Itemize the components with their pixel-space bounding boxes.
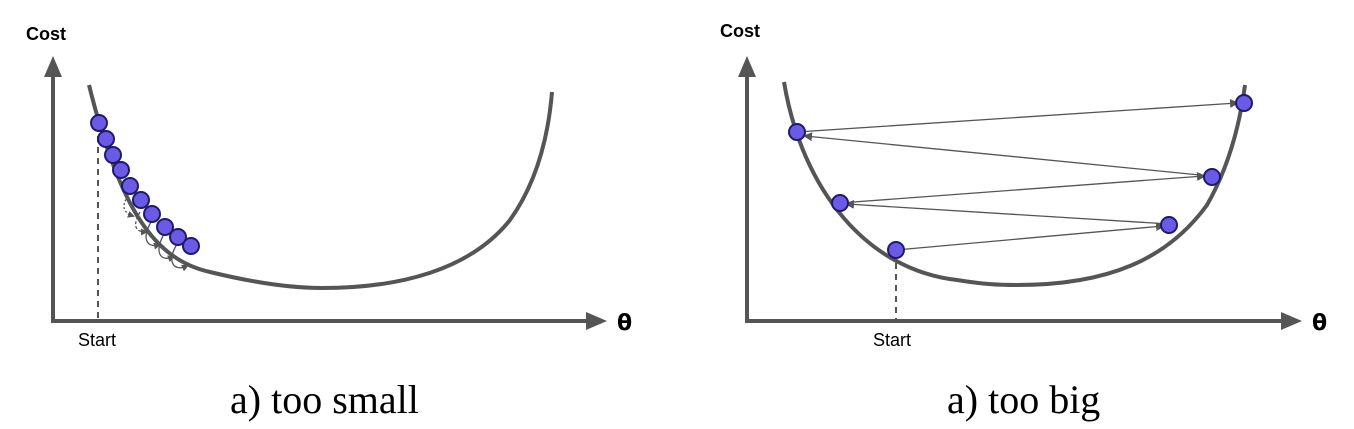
start-label: Start (873, 330, 911, 350)
descent-point (132, 191, 150, 209)
caption-too-big: a) too big (947, 377, 1100, 422)
descent-point (182, 237, 200, 255)
x-axis-label: θ (1312, 311, 1327, 336)
descent-point (831, 194, 849, 212)
diagram-too-small: Cost θ Start a) too small (26, 24, 632, 422)
step-arrow (796, 98, 1239, 133)
step-arrow (123, 195, 135, 218)
step-arrow (171, 243, 189, 272)
descent-point (169, 228, 187, 246)
y-axis-arrowhead (738, 56, 756, 77)
start-label: Start (78, 330, 116, 350)
y-axis-label: Cost (26, 24, 66, 44)
step-arrow (135, 211, 148, 236)
panel-too-big: Cost θ Start a) too big (677, 0, 1354, 429)
descent-point (90, 114, 108, 132)
descent-point (1160, 216, 1178, 234)
panel-too-small: Cost θ Start a) too small (26, 24, 632, 422)
step-arrow (145, 221, 161, 250)
x-axis-label: θ (617, 311, 632, 336)
descent-point (104, 146, 122, 164)
descent-point (887, 241, 905, 259)
x-axis-arrowhead (586, 312, 607, 330)
descent-point (788, 123, 806, 141)
diagram-too-big: Cost θ Start a) too big (720, 21, 1327, 422)
step-arrow (845, 199, 1170, 225)
step-arrow (158, 233, 175, 263)
descent-point (1203, 168, 1221, 186)
step-arrow (803, 132, 1211, 177)
step-arrow (895, 222, 1165, 251)
descent-point (97, 130, 115, 148)
descent-point (156, 218, 174, 236)
step-arrow (839, 172, 1206, 204)
descent-point (121, 177, 139, 195)
x-axis-arrowhead (1281, 312, 1302, 330)
caption-too-small: a) too small (230, 377, 419, 422)
descent-point (112, 161, 130, 179)
y-axis-arrowhead (44, 56, 62, 77)
descent-point (1235, 94, 1253, 112)
cost-curve (782, 81, 1247, 288)
cost-curve (87, 84, 554, 291)
y-axis-label: Cost (720, 21, 760, 41)
descent-point (143, 205, 161, 223)
